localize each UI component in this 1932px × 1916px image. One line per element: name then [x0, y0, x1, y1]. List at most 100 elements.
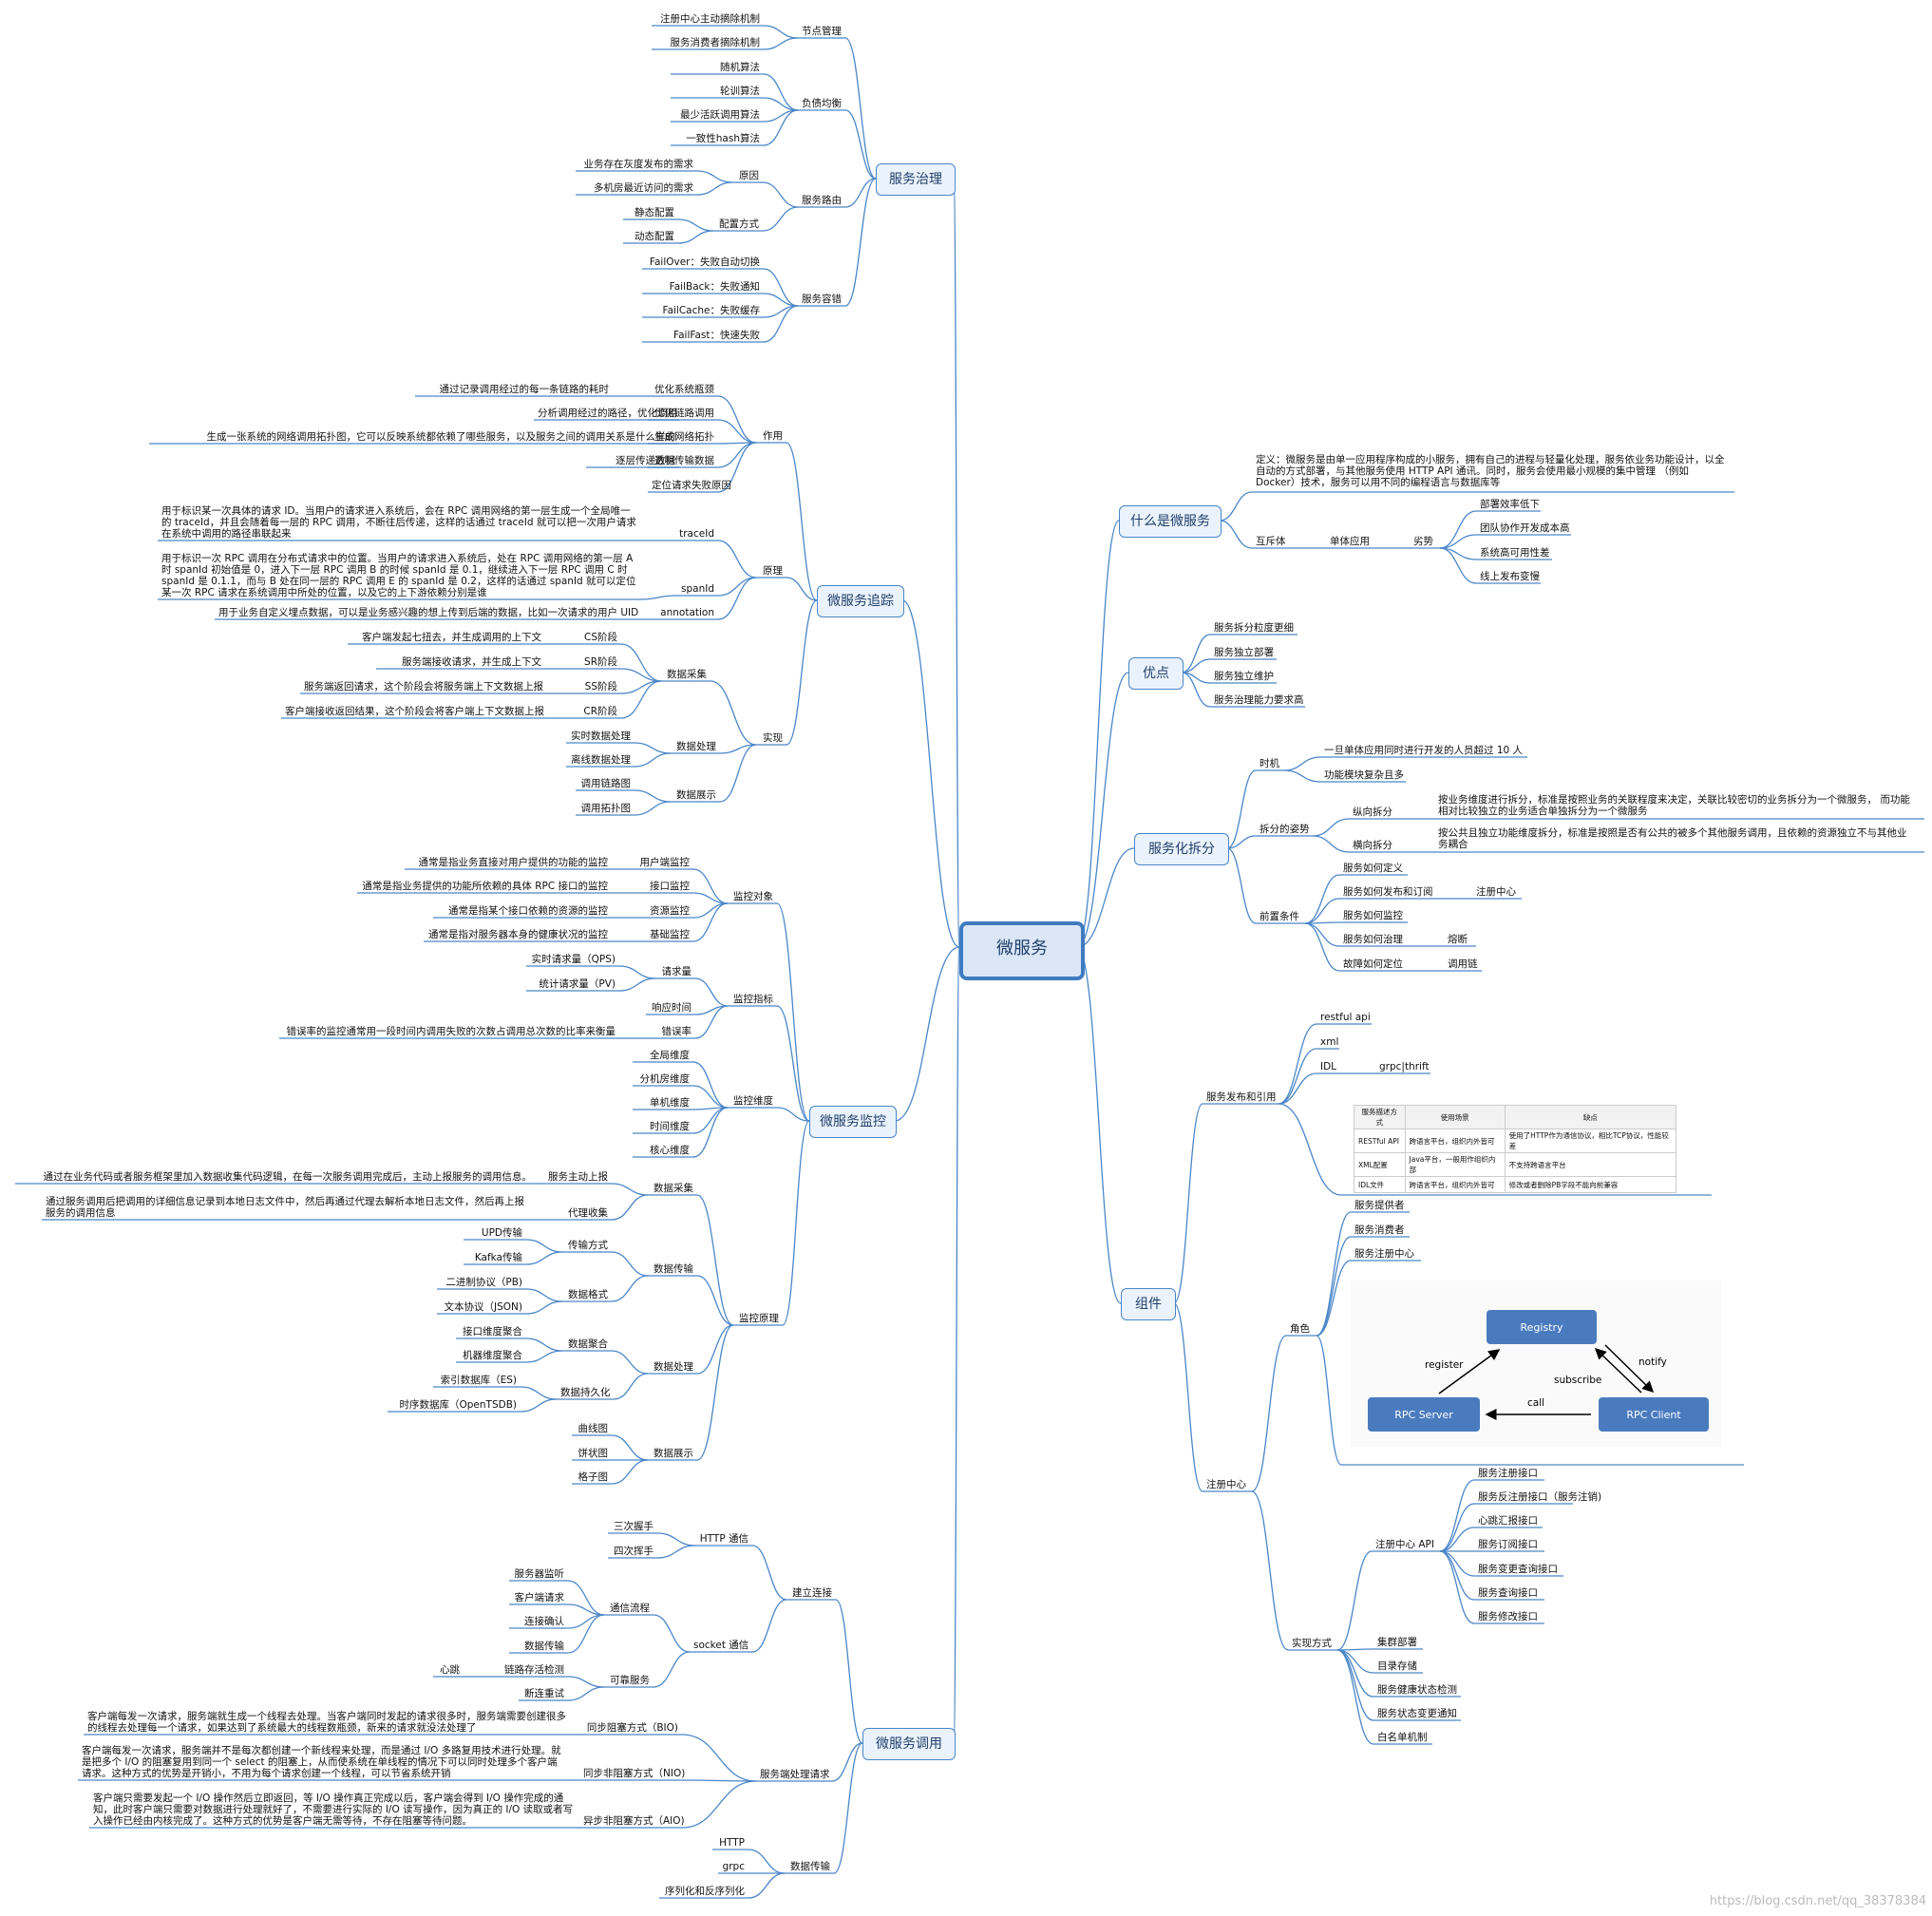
lb-item: 最少活跃调用算法 — [680, 109, 760, 121]
connector-line — [696, 1324, 734, 1375]
connector-line — [1439, 1479, 1475, 1552]
api-item: 服务订阅接口 — [1478, 1539, 1538, 1550]
transfer-format: 数据格式 — [568, 1289, 608, 1300]
connector-line — [776, 1107, 810, 1122]
connector-line — [1226, 769, 1257, 849]
branch-what[interactable]: 什么是微服务 — [1119, 505, 1222, 538]
advantage-item: 服务拆分粒度更细 — [1214, 622, 1294, 634]
monitor-collect-value: 通过服务调用后把调用的详细信息记录到本地日志文件中，然后再通过代理去解析本地日志… — [46, 1196, 524, 1219]
root-node[interactable]: 微服务 — [959, 921, 1085, 980]
tracing-role: 作用 — [763, 430, 783, 442]
weakness-item: 系统高可用性差 — [1480, 547, 1550, 559]
link-detection: 链路存活检测 — [504, 1664, 564, 1676]
node-mgmt-item: 服务消费者摘除机制 — [670, 37, 761, 48]
connector-line — [611, 1434, 649, 1461]
tracing-role-value: 逐层传递数据 — [616, 455, 675, 466]
node-mgmt: 节点管理 — [802, 26, 842, 37]
registry-diagram: Registry RPC Server RPC Client register … — [1351, 1280, 1721, 1447]
connector-line — [717, 540, 757, 579]
reconnect: 断连重试 — [524, 1688, 564, 1699]
monitor-dimension-item: 分机房维度 — [639, 1073, 691, 1085]
connector-line — [786, 599, 818, 746]
branch-monitoring[interactable]: 微服务监控 — [809, 1106, 897, 1138]
role-item: 服务消费者 — [1354, 1224, 1405, 1236]
tracing-display-item: 调用链路图 — [580, 778, 632, 789]
metric-request-item: 实时请求量（QPS) — [531, 954, 616, 965]
vertical-split: 纵向拆分 — [1353, 806, 1392, 818]
connector-line — [694, 1005, 729, 1039]
routing-reason-item: 业务存在灰度发布的需求 — [583, 159, 694, 170]
table-cell: XML配置 — [1354, 1152, 1406, 1177]
connector-line — [717, 577, 757, 597]
monitor-collect-key: 服务主动上报 — [548, 1171, 608, 1183]
precondition-value: 调用链 — [1448, 958, 1478, 970]
call-label: call — [1527, 1397, 1544, 1409]
connector-line — [656, 1532, 696, 1546]
connector-line — [844, 178, 877, 307]
metric-error-desc: 错误率的监控通常用一段时间内调用失败的次数占调用总次数的比率来衡量 — [286, 1026, 616, 1037]
branch-advantage[interactable]: 优点 — [1128, 657, 1184, 690]
routing-config: 配置方式 — [719, 218, 759, 230]
connector-line — [1316, 1211, 1352, 1337]
connector-line — [1439, 1550, 1475, 1624]
branch-components[interactable]: 组件 — [1121, 1288, 1176, 1320]
routing-config-item: 静态配置 — [635, 207, 674, 218]
connector-line — [696, 181, 733, 196]
connector-line — [1076, 946, 1122, 1304]
connector-line — [620, 680, 662, 719]
registry-box — [1487, 1310, 1597, 1344]
branch-invocation[interactable]: 微服务调用 — [862, 1728, 956, 1760]
metric-requests: 请求量 — [661, 966, 692, 977]
fault-item: FailCache：失败缓存 — [662, 305, 761, 316]
impl-node: 实现方式 — [1292, 1638, 1332, 1649]
connector-line — [763, 109, 799, 146]
tracing-principle-key: spanId — [681, 583, 714, 595]
api-item: 服务注册接口 — [1478, 1468, 1538, 1479]
tracing-role-key: 生成网络拓扑 — [654, 431, 714, 443]
connector-line — [567, 1580, 605, 1616]
precondition-value: 注册中心 — [1476, 886, 1516, 898]
idl-child: grpc|thrift — [1379, 1061, 1430, 1072]
connector-line — [833, 1742, 863, 1874]
connector-line — [1336, 1649, 1374, 1745]
branch-governance[interactable]: 服务治理 — [876, 163, 956, 196]
table-header-row: 服务描述方式 使用场景 缺点 — [1354, 1105, 1677, 1129]
connector-line — [1283, 756, 1321, 771]
socket-comm: socket 通信 — [693, 1640, 749, 1651]
connector-line — [656, 1545, 696, 1559]
registry-node: 注册中心 — [1206, 1479, 1246, 1490]
table-cell: 使用了HTTP作为通信协议，相比TCP协议，性能较差 — [1504, 1129, 1677, 1153]
connector-line — [717, 419, 757, 444]
weakness-item: 团队协作开发成本高 — [1480, 522, 1570, 534]
tracing-collect-key: CS阶段 — [584, 632, 617, 643]
display-item: 格子图 — [578, 1471, 609, 1483]
split-timing: 时机 — [1260, 758, 1279, 769]
tracing-collect-key: SR阶段 — [584, 656, 617, 668]
monitor-principle: 监控原理 — [739, 1313, 779, 1324]
persist-item: 索引数据库（ES) — [440, 1375, 517, 1386]
connector-line — [786, 442, 818, 601]
connector-line — [611, 1350, 649, 1375]
monitor-collect-key: 代理收集 — [568, 1207, 608, 1219]
connector-line — [1278, 1048, 1317, 1105]
server-mode-key: 同步阻塞方式（BIO) — [586, 1722, 678, 1734]
branch-tracing[interactable]: 微服务追踪 — [817, 585, 904, 617]
registry-api: 注册中心 API — [1375, 1539, 1434, 1550]
tracing-role-key: 定位请求失败原因 — [652, 480, 731, 491]
connector-line — [748, 1849, 786, 1874]
advantage-item: 服务独立维护 — [1214, 671, 1274, 682]
table-header-cell: 使用场景 — [1404, 1105, 1506, 1129]
publish-item: xml — [1320, 1036, 1339, 1048]
connector-line — [677, 218, 714, 232]
connector-line — [1181, 634, 1211, 673]
monolith-node: 单体应用 — [1330, 536, 1370, 547]
fault-item: FailFast：快速失败 — [673, 330, 760, 341]
branch-splitting[interactable]: 服务化拆分 — [1134, 833, 1229, 865]
display-item: 饼状图 — [578, 1448, 609, 1459]
connector-line — [1076, 847, 1135, 948]
rpc-client-label: RPC Client — [1626, 1409, 1681, 1421]
rpc-client-box — [1599, 1397, 1709, 1432]
connector-line — [692, 902, 729, 942]
transfer-item: grpc — [722, 1861, 745, 1872]
routing: 服务路由 — [802, 195, 842, 206]
